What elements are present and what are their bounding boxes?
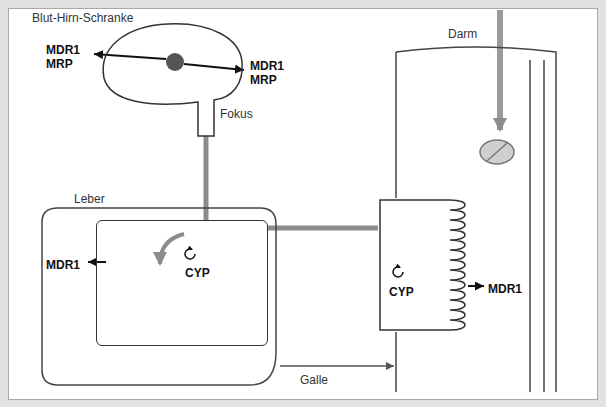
- text-slot: MDR1 MRP: [46, 44, 80, 72]
- transporter-label: MDR1 MRP: [250, 60, 284, 88]
- blood-flow-line: [268, 226, 378, 231]
- node-heading: CYP: [389, 286, 414, 300]
- text-slot: Blut-Hirn-Schranke: [32, 8, 133, 26]
- flow-arrow: [160, 234, 184, 264]
- liver-shape: [42, 208, 276, 385]
- text-slot: MDR1 MRP: [250, 60, 284, 88]
- intestine-shape: [396, 47, 556, 392]
- node-shape: [394, 22, 558, 394]
- intestine-outline: DarmCYP: [394, 22, 558, 394]
- node-heading: CYP: [185, 267, 210, 281]
- node-heading: Leber: [74, 193, 105, 207]
- node-text: Fokus: [220, 108, 253, 122]
- node-heading: Blut-Hirn-Schranke: [32, 12, 133, 26]
- edge-label: Galle: [300, 374, 328, 388]
- efflux-arrow: [184, 64, 244, 70]
- text-slot: MDR1: [488, 279, 522, 297]
- transporter-label: MDR1: [46, 259, 80, 273]
- focus-dot: [166, 53, 184, 71]
- liver-outline: LeberCYP: [38, 186, 280, 388]
- text-slot: MDR1: [46, 255, 80, 273]
- transporter-label: MDR1: [488, 283, 522, 297]
- intake-arrow: [497, 10, 503, 130]
- enterocyte-box: CYP: [378, 198, 470, 332]
- text-slot: Galle: [300, 370, 328, 388]
- text-slot: Leber: [74, 189, 105, 207]
- text-slot: CYP: [389, 282, 414, 300]
- bile-flow-line: [280, 365, 394, 367]
- pill-body: [480, 140, 514, 164]
- efflux-arrow: [468, 285, 484, 287]
- text-slot: Darm: [448, 24, 477, 42]
- pill-symbol: [480, 140, 514, 164]
- metabolism-cycle: [393, 267, 403, 277]
- pill-score: [487, 143, 507, 161]
- text-slot: CYP: [185, 263, 210, 281]
- node-shape: [378, 198, 470, 332]
- text-slot: Fokus: [220, 104, 253, 122]
- hepatocyte-box: CYP: [96, 220, 268, 346]
- transporter-label: MDR1 MRP: [46, 44, 80, 72]
- enterocyte-outline: [380, 200, 465, 330]
- node-heading: Darm: [448, 28, 477, 42]
- efflux-arrow: [88, 261, 106, 263]
- node-shape: [38, 186, 280, 388]
- metabolism-cycle: [185, 249, 195, 259]
